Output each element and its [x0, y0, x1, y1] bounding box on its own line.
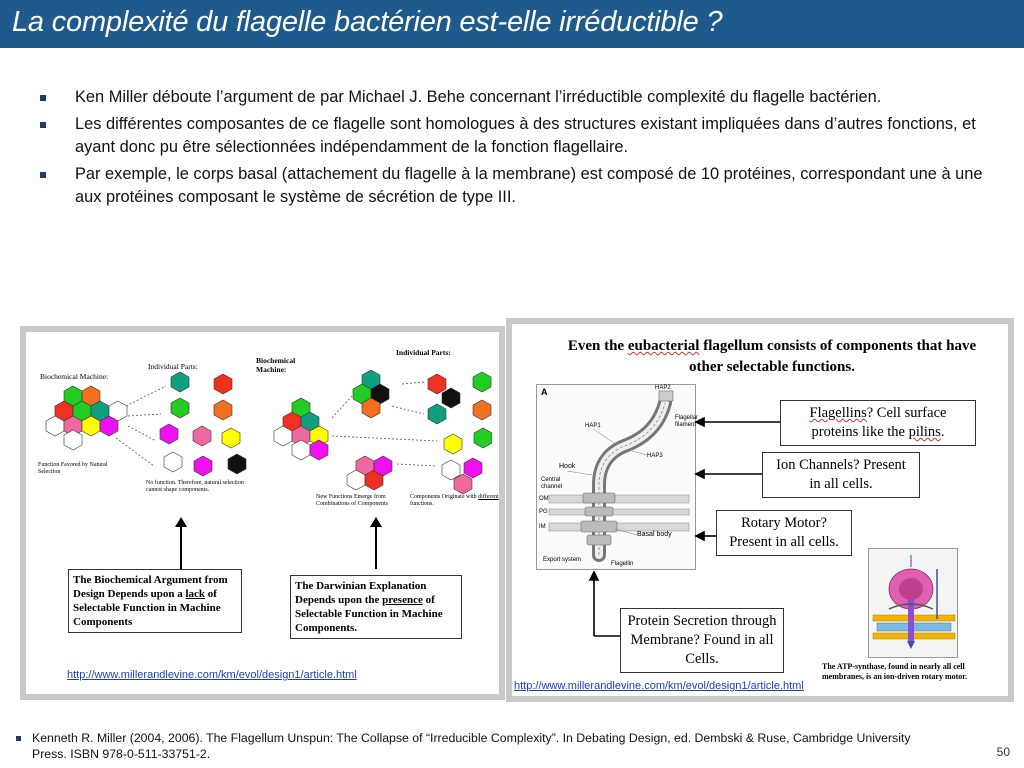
label-hook: Hook [559, 463, 576, 470]
flagellum-drawing [548, 390, 690, 562]
bullet-square-icon [40, 172, 46, 178]
label-biochemical-machine: Biochemical Machine: [40, 372, 109, 381]
atp-synthase-drawing [872, 555, 956, 649]
left-figure: Individual Parts: Biochemical Machine: [26, 332, 499, 694]
design-argument-box: The Biochemical Argument from Design Dep… [68, 569, 242, 633]
bullet-square-icon [16, 736, 21, 741]
label-function-favored: Function Favored by Natural Selection [38, 462, 108, 475]
bullet-square-icon [40, 95, 46, 101]
footer-reference: Kenneth R. Miller (2004, 2006). The Flag… [14, 730, 944, 762]
bullet-item: Par exemple, le corps basal (attachement… [38, 163, 988, 209]
arrow-up-icon [370, 517, 382, 569]
darwinian-explanation-box: The Darwinian Explanation Depends upon t… [290, 575, 462, 639]
label-components-originate: Components Originate with different func… [410, 494, 499, 507]
bullet-text: Les différentes composantes de ce flagel… [75, 115, 976, 156]
label-individual-parts-2: Individual Parts: [396, 348, 451, 357]
label-om: OM [539, 496, 549, 502]
atp-synthase-caption: The ATP-synthase, found in nearly all ce… [822, 662, 968, 681]
label-pg: PG [539, 509, 548, 515]
label-individual-parts: Individual Parts: [148, 362, 198, 371]
left-figure-panel: Individual Parts: Biochemical Machine: [20, 326, 505, 700]
page-number: 50 [996, 745, 1010, 759]
atp-synthase-illustration [868, 548, 958, 658]
ion-channels-box: Ion Channels? Present in all cells. [762, 452, 920, 498]
label-no-function: No function. Therefore, natural selectio… [146, 480, 244, 493]
right-figure-panel: Even the eubacterial flagellum consists … [506, 318, 1014, 702]
connector-arrows [588, 416, 780, 637]
label-flagellin: Flagellin [611, 561, 634, 567]
label-basal-body: Basal body [637, 531, 672, 538]
rotary-motor-box: Rotary Motor? Present in all cells. [716, 510, 852, 556]
label-export-system: Export system [543, 557, 582, 563]
slide-title: La complexité du flagelle bactérien est-… [12, 6, 723, 38]
title-bar: La complexité du flagelle bactérien est-… [0, 0, 1024, 48]
label-biochemical-machine-2: Biochemical Machine: [256, 356, 296, 374]
design-hexagon-diagram [45, 371, 247, 477]
label-hap1: HAP1 [585, 423, 601, 429]
bullet-item: Les différentes composantes de ce flagel… [38, 113, 988, 159]
label-central-channel: Central channel [541, 477, 563, 490]
bullet-item: Ken Miller déboute l’argument de par Mic… [38, 86, 988, 109]
panel-letter: A [541, 387, 548, 397]
flagellins-box: Flagellins? Cell surface proteins like t… [780, 400, 976, 446]
label-new-functions: New Functions Emerge from Combinations o… [316, 494, 388, 507]
label-hap2: HAP2 [655, 385, 671, 391]
label-im: IM [539, 524, 546, 530]
bullet-text: Ken Miller déboute l’argument de par Mic… [75, 88, 882, 106]
right-figure: Even the eubacterial flagellum consists … [512, 324, 1008, 696]
bullet-text: Par exemple, le corps basal (attachement… [75, 165, 983, 206]
source-link-left[interactable]: http://www.millerandlevine.com/km/evol/d… [67, 669, 357, 681]
label-flagellar-filament: Flagellar filament [675, 415, 699, 428]
protein-secretion-box: Protein Secretion through Membrane? Foun… [620, 608, 784, 673]
bullet-list: Ken Miller déboute l’argument de par Mic… [38, 86, 988, 213]
label-hap3: HAP3 [647, 453, 663, 459]
footer-reference-text: Kenneth R. Miller (2004, 2006). The Flag… [32, 731, 911, 761]
right-figure-heading: Even the eubacterial flagellum consists … [567, 338, 977, 375]
flagellum-schematic: A [536, 384, 699, 570]
arrow-up-icon [175, 517, 187, 569]
source-link-right[interactable]: http://www.millerandlevine.com/km/evol/d… [514, 680, 804, 692]
darwinian-hexagon-diagram [273, 369, 492, 495]
bullet-square-icon [40, 122, 46, 128]
